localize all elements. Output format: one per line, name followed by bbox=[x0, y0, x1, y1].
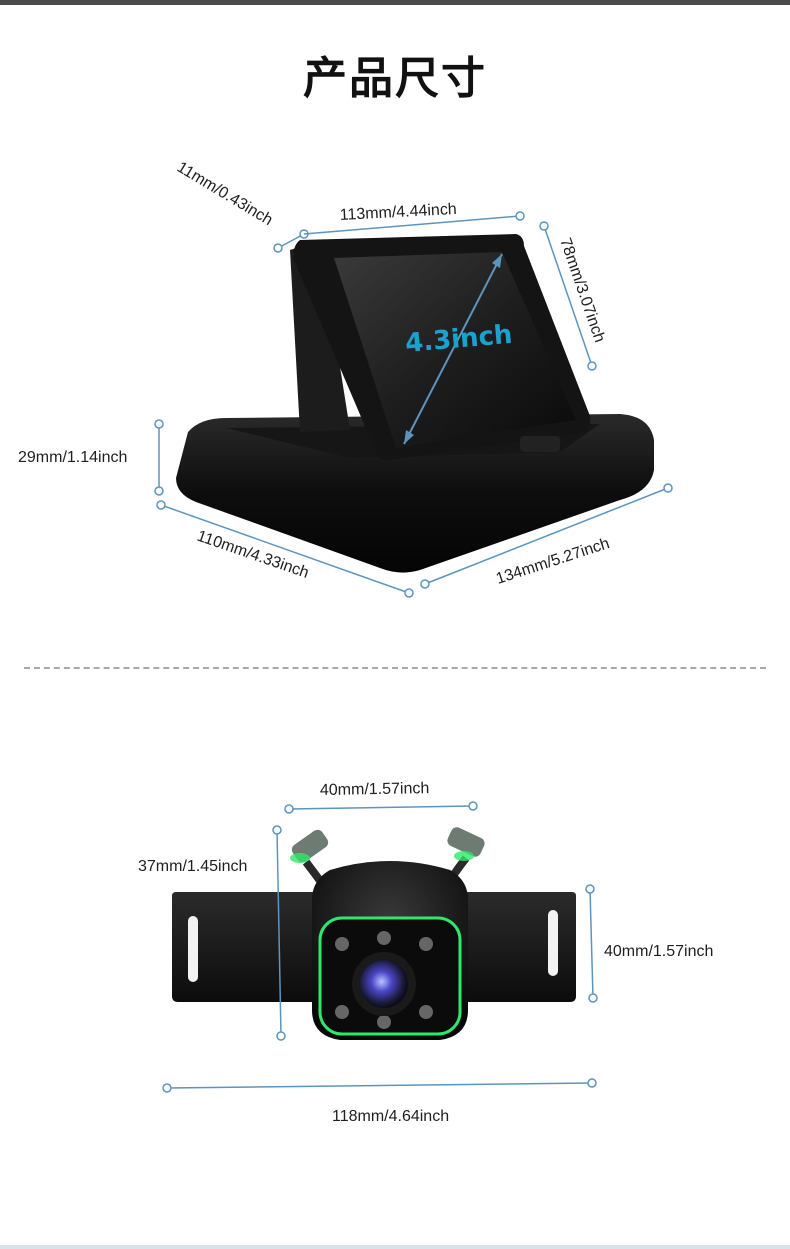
top-bar bbox=[0, 0, 790, 5]
monitor-base-height-label: 29mm/1.14inch bbox=[18, 449, 127, 466]
monitor-stand bbox=[290, 240, 350, 432]
monitor-base bbox=[176, 414, 654, 573]
monitor-button bbox=[520, 436, 560, 452]
monitor-base-width-label: 134mm/5.27inch bbox=[494, 535, 612, 588]
camera-body-height-label: 37mm/1.45inch bbox=[138, 858, 247, 875]
bottom-bar bbox=[0, 1245, 790, 1249]
camera-illustration: 40mm/1.57inch 37mm/1.45inch 40mm/1.57inc… bbox=[138, 780, 713, 1125]
monitor-screen bbox=[334, 252, 576, 448]
monitor-screen-height-label: 78mm/3.07inch bbox=[556, 236, 608, 345]
page-title: 产品尺寸 bbox=[303, 53, 487, 104]
camera-bracket-width-label: 118mm/4.64inch bbox=[332, 1108, 449, 1125]
bracket-slot-left bbox=[188, 916, 198, 982]
monitor-illustration: 4.3inch 11mm/0.43inch 113mm/4.44inch 78m… bbox=[18, 159, 673, 598]
monitor-width-top-label: 113mm/4.44inch bbox=[339, 201, 457, 224]
camera-body-width-label: 40mm/1.57inch bbox=[320, 780, 430, 799]
section-divider bbox=[24, 667, 766, 669]
camera-bracket-height-label: 40mm/1.57inch bbox=[604, 943, 713, 960]
bracket-slot-right bbox=[548, 910, 558, 976]
monitor-depth-top-label: 11mm/0.43inch bbox=[174, 159, 276, 229]
